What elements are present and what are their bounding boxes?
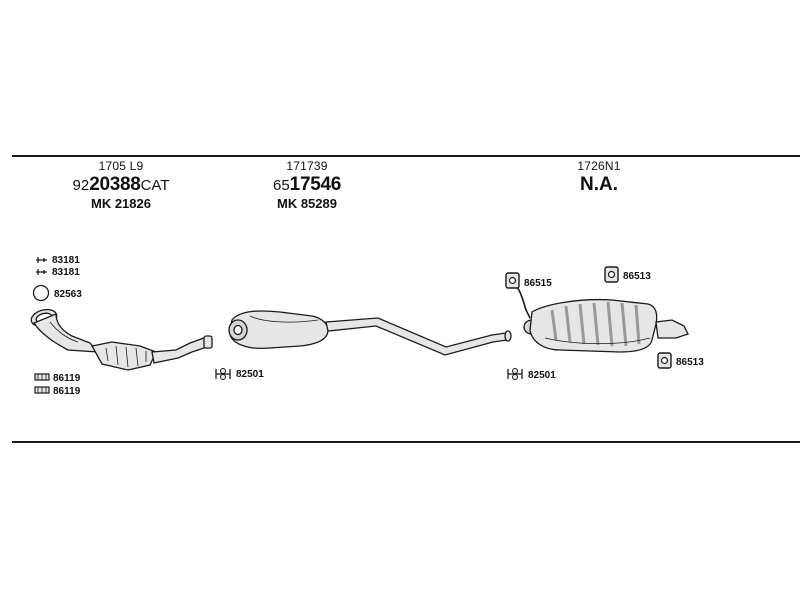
front-section-mk-code: MK 21826 — [91, 196, 151, 212]
pipe-clamp-icon — [507, 368, 523, 380]
middle-section-header: 171739 6517546 MK 85289 — [222, 159, 392, 212]
rubber-hanger-icon — [657, 352, 672, 369]
middle-part-main: 17546 — [289, 174, 342, 196]
front-part-suffix: CAT — [140, 177, 170, 195]
gasket-icon — [34, 386, 50, 394]
bottom-divider-line — [12, 441, 800, 443]
middle-part-prefix: 65 — [272, 177, 290, 195]
rubber-hanger-icon — [505, 272, 520, 289]
clip-icon — [36, 269, 47, 275]
part-label-gasket-2: 86119 — [53, 386, 81, 397]
rear-silencer — [511, 283, 689, 353]
front-part-main: 20388 — [89, 174, 141, 196]
middle-section-part-number: 6517546 — [222, 174, 392, 196]
front-part-prefix: 92 — [72, 177, 90, 195]
rear-section-not-available: N.A. — [580, 174, 618, 196]
part-label-clip-2: 83181 — [52, 267, 80, 278]
rear-section-code: 1726N1 — [577, 159, 621, 173]
rubber-hanger-icon — [604, 266, 619, 283]
front-section-part-number: 9220388CAT — [36, 174, 206, 196]
top-divider-line — [12, 155, 800, 157]
part-label-hanger-2: 86513 — [623, 271, 651, 282]
part-label-clamp-1: 82501 — [236, 369, 264, 380]
part-label-hanger-1: 86515 — [524, 278, 552, 289]
part-label-clamp-2: 82501 — [528, 370, 556, 381]
rear-section-header: 1726N1 N.A. — [514, 159, 684, 196]
part-label-ring: 82563 — [54, 289, 82, 300]
front-pipe-catalytic-converter — [30, 308, 213, 371]
clip-icon — [36, 257, 47, 263]
middle-section-code: 171739 — [286, 159, 328, 173]
seal-ring-icon — [32, 284, 50, 302]
middle-section-mk-code: MK 85289 — [277, 196, 337, 212]
pipe-clamp-icon — [215, 368, 231, 380]
middle-silencer-pipe — [228, 310, 512, 356]
part-label-hanger-3: 86513 — [676, 357, 704, 368]
front-section-code: 1705 L9 — [98, 159, 144, 173]
part-label-gasket-1: 86119 — [53, 373, 81, 384]
part-label-clip-1: 83181 — [52, 255, 80, 266]
front-section-header: 1705 L9 9220388CAT MK 21826 — [36, 159, 206, 212]
gasket-icon — [34, 373, 50, 381]
